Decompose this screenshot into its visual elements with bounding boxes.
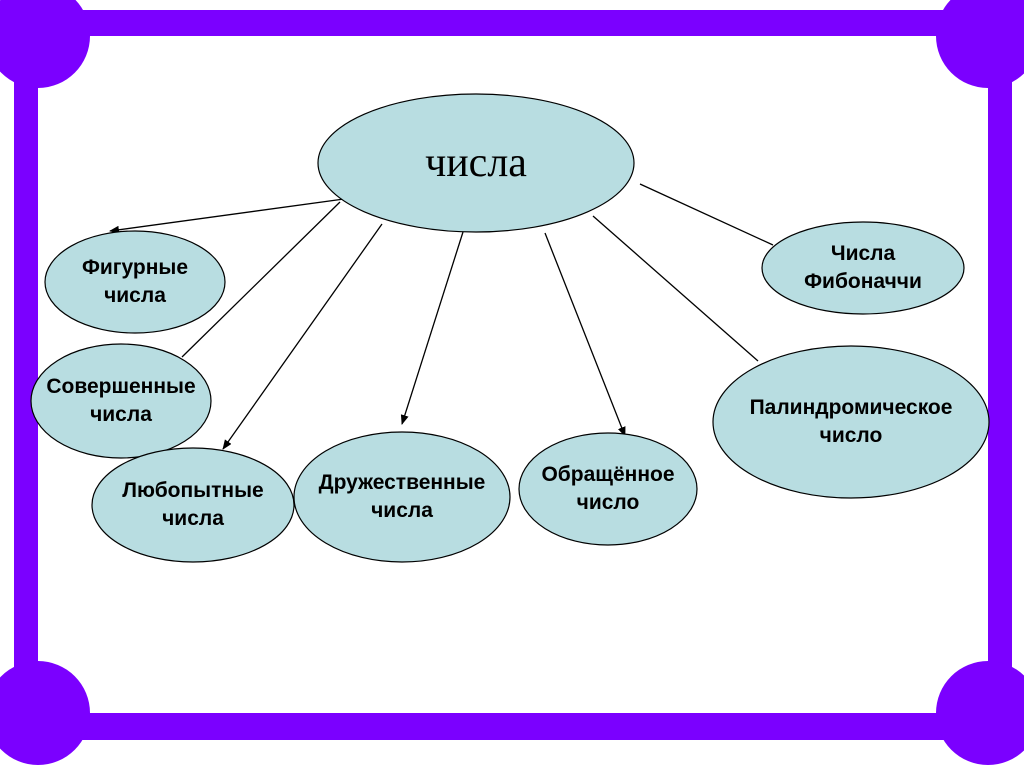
- frame-corner-top-left: [0, 0, 90, 88]
- diagram-nodes: [30, 93, 990, 563]
- node-lyubopytnye-shape: [91, 447, 295, 563]
- node-sovershennye-label: Совершенные числа: [46, 375, 196, 426]
- edge-to-sovershennye: [181, 201, 341, 358]
- node-palindromicheskoe-shape: [712, 345, 990, 499]
- edge-to-obrashchennoe: [544, 232, 626, 437]
- frame-corner-top-right: [936, 0, 1024, 88]
- edge-to-druzhestvennye: [400, 231, 464, 425]
- edge-to-figurnye: [109, 198, 345, 234]
- node-sovershennye-shape: [30, 343, 212, 459]
- node-palindromicheskoe-label: Палиндромическое число: [749, 396, 953, 447]
- node-fibonacci-label: Числа Фибоначчи: [804, 242, 922, 293]
- node-root-shape: [317, 93, 635, 233]
- node-lyubopytnye-label: Любопытные числа: [122, 479, 264, 530]
- edge-to-fibonacci: [639, 183, 774, 246]
- node-root-label: числа: [425, 140, 527, 186]
- diagram-edges: [109, 183, 774, 450]
- node-fibonacci-shape: [761, 221, 965, 315]
- node-figurnye-label: Фигурные числа: [81, 256, 189, 307]
- edge-to-lyubopytnye: [222, 223, 383, 450]
- node-figurnye-shape: [44, 230, 226, 334]
- node-druzhestvennye-shape: [293, 431, 511, 563]
- node-obrashchennoe-shape: [518, 432, 698, 546]
- frame-corner-bottom-right: [936, 661, 1024, 765]
- node-obrashchennoe-label: Обращённое число: [541, 463, 675, 514]
- frame-corner-bottom-left: [0, 661, 90, 765]
- node-druzhestvennye-label: Дружественные числа: [318, 471, 486, 522]
- edge-to-palindromicheskoe: [592, 215, 759, 362]
